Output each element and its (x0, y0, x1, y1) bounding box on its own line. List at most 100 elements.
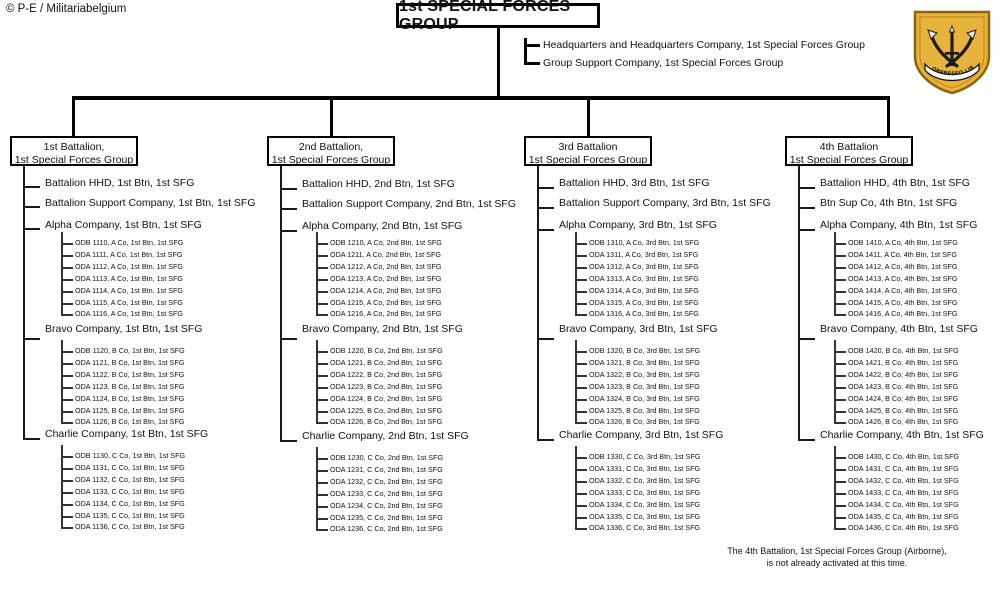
team-label: ODA 1333, C Co, 3rd Btn, 1st SFG (589, 488, 701, 497)
team-label: ODA 1436, C Co, 4th Btn, 1st SFG (848, 523, 959, 532)
team-stub (834, 351, 846, 353)
team-label: ODA 1135, C Co, 1st Btn, 1st SFG (75, 511, 185, 520)
team-stub (575, 375, 587, 377)
team-label: ODA 1114, A Co, 1st Btn, 1st SFG (75, 286, 183, 295)
team-stub (575, 255, 587, 257)
battalion-drop-3 (887, 96, 890, 136)
branch-stub (280, 338, 297, 340)
team-stub (61, 516, 73, 518)
team-stub (575, 517, 587, 519)
team-stub (61, 399, 73, 401)
team-stub (575, 279, 587, 281)
battalion-4-staff-0: Battalion HHD, 4th Btn, 1st SFG (820, 177, 970, 189)
team-label: ODB 1110, A Co, 1st Btn, 1st SFG (75, 238, 184, 247)
team-label: ODA 1133, C Co, 1st Btn, 1st SFG (75, 487, 185, 496)
team-label: ODA 1336, C Co, 3rd Btn, 1st SFG (589, 523, 701, 532)
battalion-box-1[interactable]: 1st Battalion, 1st Special Forces Group (10, 136, 138, 166)
unit-insignia: DE OPPRESSO LIBER (909, 4, 993, 96)
company-spine (61, 232, 63, 314)
team-stub (575, 469, 587, 471)
team-stub (61, 411, 73, 413)
battalion-1-spine (23, 166, 25, 440)
team-stub (834, 411, 846, 413)
team-stub (61, 314, 73, 316)
footnote-line-1: The 4th Battalion, 1st Special Forces Gr… (727, 546, 947, 556)
battalion-box-3[interactable]: 3rd Battalion 1st Special Forces Group (524, 136, 652, 166)
battalion-1-staff-1: Battalion Support Company, 1st Btn, 1st … (45, 197, 256, 209)
company-spine (316, 447, 318, 529)
team-stub (316, 363, 328, 365)
team-stub (834, 481, 846, 483)
team-stub (834, 469, 846, 471)
battalion-box-2[interactable]: 2nd Battalion, 1st Special Forces Group (267, 136, 395, 166)
team-stub (834, 493, 846, 495)
team-stub (61, 351, 73, 353)
team-label: ODA 1424, B Co, 4th Btn, 1st SFG (848, 394, 959, 403)
team-stub (834, 243, 846, 245)
team-stub (316, 279, 328, 281)
team-label: ODA 1223, B Co, 2nd Btn, 1st SFG (330, 382, 443, 391)
team-stub (61, 267, 73, 269)
team-label: ODA 1325, B Co, 3rd Btn, 1st SFG (589, 406, 700, 415)
footnote: The 4th Battalion, 1st Special Forces Gr… (692, 545, 982, 569)
battalion-4-company-0: Alpha Company, 4th Btn, 1st SFG (820, 219, 978, 231)
team-stub (61, 375, 73, 377)
team-stub (575, 528, 587, 530)
company-spine (834, 446, 836, 528)
battalion-3-staff-0: Battalion HHD, 3rd Btn, 1st SFG (559, 177, 710, 189)
team-label: ODB 1120, B Co, 1st Btn, 1st SFG (75, 346, 185, 355)
team-label: ODB 1420, B Co, 4th Btn, 1st SFG (848, 346, 959, 355)
team-stub (61, 480, 73, 482)
team-stub (834, 267, 846, 269)
battalion-1-company-2: Charlie Company, 1st Btn, 1st SFG (45, 428, 209, 440)
battalion-3-spine (537, 166, 539, 440)
battalion-drop-0 (72, 96, 75, 136)
team-stub (61, 504, 73, 506)
team-label: ODA 1216, A Co, 2nd Btn, 1st SFG (330, 309, 442, 318)
team-stub (316, 314, 328, 316)
branch-stub (23, 338, 40, 340)
team-label: ODA 1322, B Co, 3rd Btn, 1st SFG (589, 370, 700, 379)
branch-stub (280, 440, 297, 442)
battalion-3-staff-1: Battalion Support Company, 3rd Btn, 1st … (559, 197, 771, 209)
team-label: ODA 1115, A Co, 1st Btn, 1st SFG (75, 298, 183, 307)
team-stub (316, 529, 328, 531)
battalion-4-staff-1: Btn Sup Co, 4th Btn, 1st SFG (820, 197, 958, 209)
team-label: ODA 1232, C Co, 2nd Btn, 1st SFG (330, 477, 443, 486)
team-label: ODA 1116, A Co, 1st Btn, 1st SFG (75, 309, 183, 318)
team-label: ODA 1126, B Co, 1st Btn, 1st SFG (75, 417, 185, 426)
branch-stub (537, 439, 554, 441)
team-label: ODA 1112, A Co, 1st Btn, 1st SFG (75, 262, 183, 271)
team-stub (575, 422, 587, 424)
team-label: ODA 1331, C Co, 3rd Btn, 1st SFG (589, 464, 701, 473)
team-stub (575, 363, 587, 365)
root-spine-upper (497, 28, 500, 98)
team-stub (575, 387, 587, 389)
team-stub (834, 255, 846, 257)
team-label: ODA 1111, A Co, 1st Btn, 1st SFG (75, 250, 183, 259)
team-label: ODA 1235, C Co, 2nd Btn, 1st SFG (330, 513, 443, 522)
team-label: ODA 1425, B Co, 4th Btn, 1st SFG (848, 406, 959, 415)
battalion-box-4[interactable]: 4th Battalion 1st Special Forces Group (785, 136, 913, 166)
branch-stub (798, 187, 815, 189)
copyright-credit: © P-E / Militariabelgium (6, 3, 127, 15)
team-label: ODA 1321, B Co, 3rd Btn, 1st SFG (589, 358, 700, 367)
root-unit-box[interactable]: 1st SPECIAL FORCES GROUP (396, 0, 600, 33)
team-label: ODA 1421, B Co, 4th Btn, 1st SFG (848, 358, 959, 367)
team-stub (316, 303, 328, 305)
team-label: ODA 1326, B Co, 3rd Btn, 1st SFG (589, 417, 700, 426)
team-stub (61, 456, 73, 458)
team-label: ODA 1215, A Co, 2nd Btn, 1st SFG (330, 298, 442, 307)
team-stub (575, 505, 587, 507)
team-stub (575, 411, 587, 413)
branch-stub (798, 439, 815, 441)
team-label: ODA 1431, C Co, 4th Btn, 1st SFG (848, 464, 959, 473)
team-stub (834, 291, 846, 293)
team-stub (575, 314, 587, 316)
team-label: ODB 1310, A Co, 3rd Btn, 1st SFG (589, 238, 700, 247)
battalion-3-company-0: Alpha Company, 3rd Btn, 1st SFG (559, 219, 717, 231)
team-stub (575, 243, 587, 245)
battalion-1-company-1: Bravo Company, 1st Btn, 1st SFG (45, 323, 203, 335)
battalion-3-company-1: Bravo Company, 3rd Btn, 1st SFG (559, 323, 718, 335)
team-stub (316, 351, 328, 353)
